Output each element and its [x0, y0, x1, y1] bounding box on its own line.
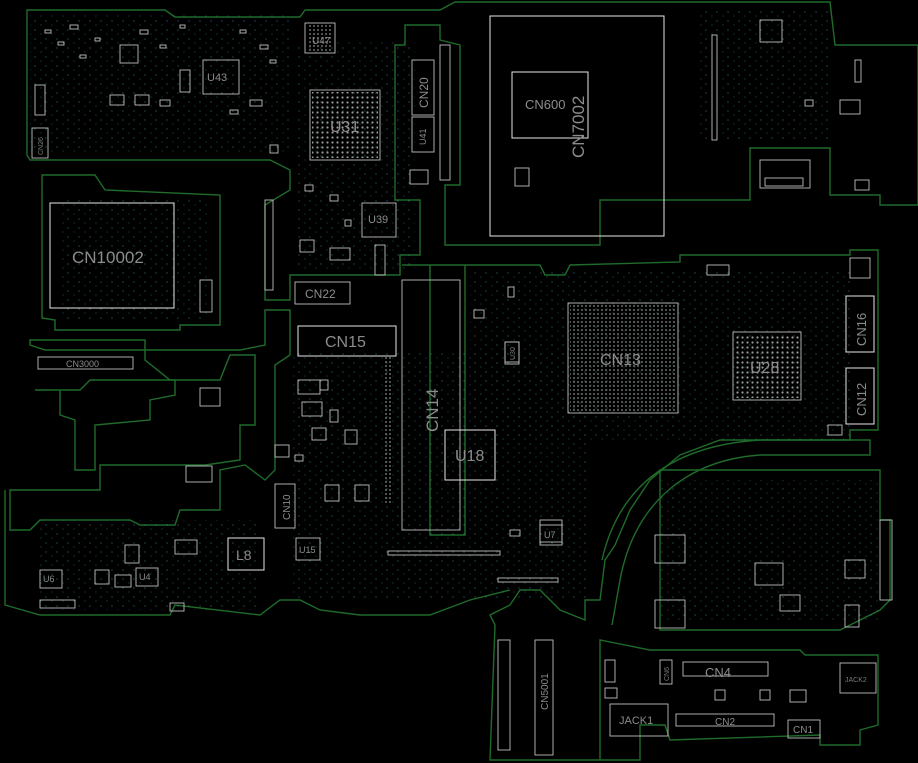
label-cn5001: CN5001 — [540, 673, 551, 710]
label-cn4: CN4 — [705, 665, 731, 680]
label-u30: U30 — [510, 347, 517, 360]
label-u18: U18 — [455, 448, 484, 465]
chip-u43[interactable] — [202, 59, 240, 95]
chip-u4[interactable] — [135, 567, 159, 587]
label-u43: U43 — [207, 72, 227, 84]
connector-cn1[interactable] — [787, 719, 821, 739]
chip-u41[interactable] — [411, 116, 435, 153]
connector-cn6[interactable] — [659, 659, 673, 685]
label-cn10: CN10 — [282, 494, 293, 520]
connector-cn22[interactable] — [294, 281, 351, 305]
label-u41: U41 — [418, 128, 428, 145]
label-cn15: CN15 — [325, 334, 366, 351]
connector-cn16[interactable] — [845, 295, 875, 353]
chip-u39[interactable] — [361, 202, 397, 238]
label-cn14: CN14 — [423, 389, 442, 432]
label-cn1: CN1 — [793, 725, 813, 736]
label-cn13: CN13 — [600, 352, 641, 369]
connector-cn5001[interactable] — [534, 639, 554, 756]
label-cn7002: CN7002 — [569, 96, 588, 158]
connector-cn14[interactable] — [401, 279, 461, 531]
chip-u18[interactable] — [444, 429, 496, 481]
inductor-l8[interactable] — [227, 537, 265, 571]
label-cn22: CN22 — [305, 287, 336, 301]
via-fields — [30, 10, 880, 620]
jack-jack1[interactable] — [609, 703, 669, 737]
label-u39: U39 — [368, 214, 388, 226]
label-cn20: CN20 — [417, 77, 431, 108]
connector-cn600[interactable] — [511, 71, 589, 139]
label-jack1: JACK1 — [619, 715, 653, 727]
connector-cn2[interactable] — [675, 713, 775, 727]
label-jack2: JACK2 — [845, 677, 867, 684]
chip-u28[interactable] — [732, 331, 802, 401]
label-cn3000: CN3000 — [66, 359, 99, 369]
label-u47: U47 — [312, 36, 331, 47]
connector-cn20[interactable] — [411, 59, 435, 116]
connector-cn4[interactable] — [682, 661, 769, 677]
component-labels: U47 U43 U31 CN20 U41 CN600 CN7002 CN1000… — [38, 36, 869, 736]
connector-cn26[interactable] — [31, 127, 49, 159]
label-u7: U7 — [544, 530, 556, 540]
connector-cn3000[interactable] — [37, 356, 134, 370]
connector-cn7002[interactable] — [489, 15, 665, 237]
label-cn6: CN6 — [664, 667, 671, 681]
connector-cn10002[interactable] — [49, 202, 175, 309]
label-u31: U31 — [330, 119, 359, 136]
connector-cn15[interactable] — [297, 325, 397, 357]
label-cn2: CN2 — [715, 717, 735, 728]
chip-u30[interactable] — [504, 341, 520, 365]
label-cn26: CN26 — [38, 137, 45, 155]
chip-u15[interactable] — [295, 537, 321, 561]
label-cn16: CN16 — [854, 313, 869, 346]
chip-u31[interactable] — [309, 89, 381, 161]
label-u4: U4 — [139, 572, 151, 582]
connector-cn12[interactable] — [845, 367, 875, 425]
connector-cn10[interactable] — [274, 483, 296, 529]
label-l8: L8 — [236, 547, 252, 563]
passive-components — [39, 19, 877, 703]
chip-cn13[interactable] — [567, 302, 679, 414]
chip-u47[interactable] — [304, 22, 336, 54]
label-cn600: CN600 — [525, 97, 565, 112]
label-cn10002: CN10002 — [72, 248, 144, 267]
components — [31, 15, 893, 756]
label-u15: U15 — [299, 545, 316, 555]
chip-u6[interactable] — [39, 569, 63, 589]
label-cn12: CN12 — [854, 383, 869, 416]
chip-u7[interactable] — [539, 524, 563, 546]
label-u6: U6 — [43, 574, 55, 584]
label-u28: U28 — [750, 360, 779, 377]
